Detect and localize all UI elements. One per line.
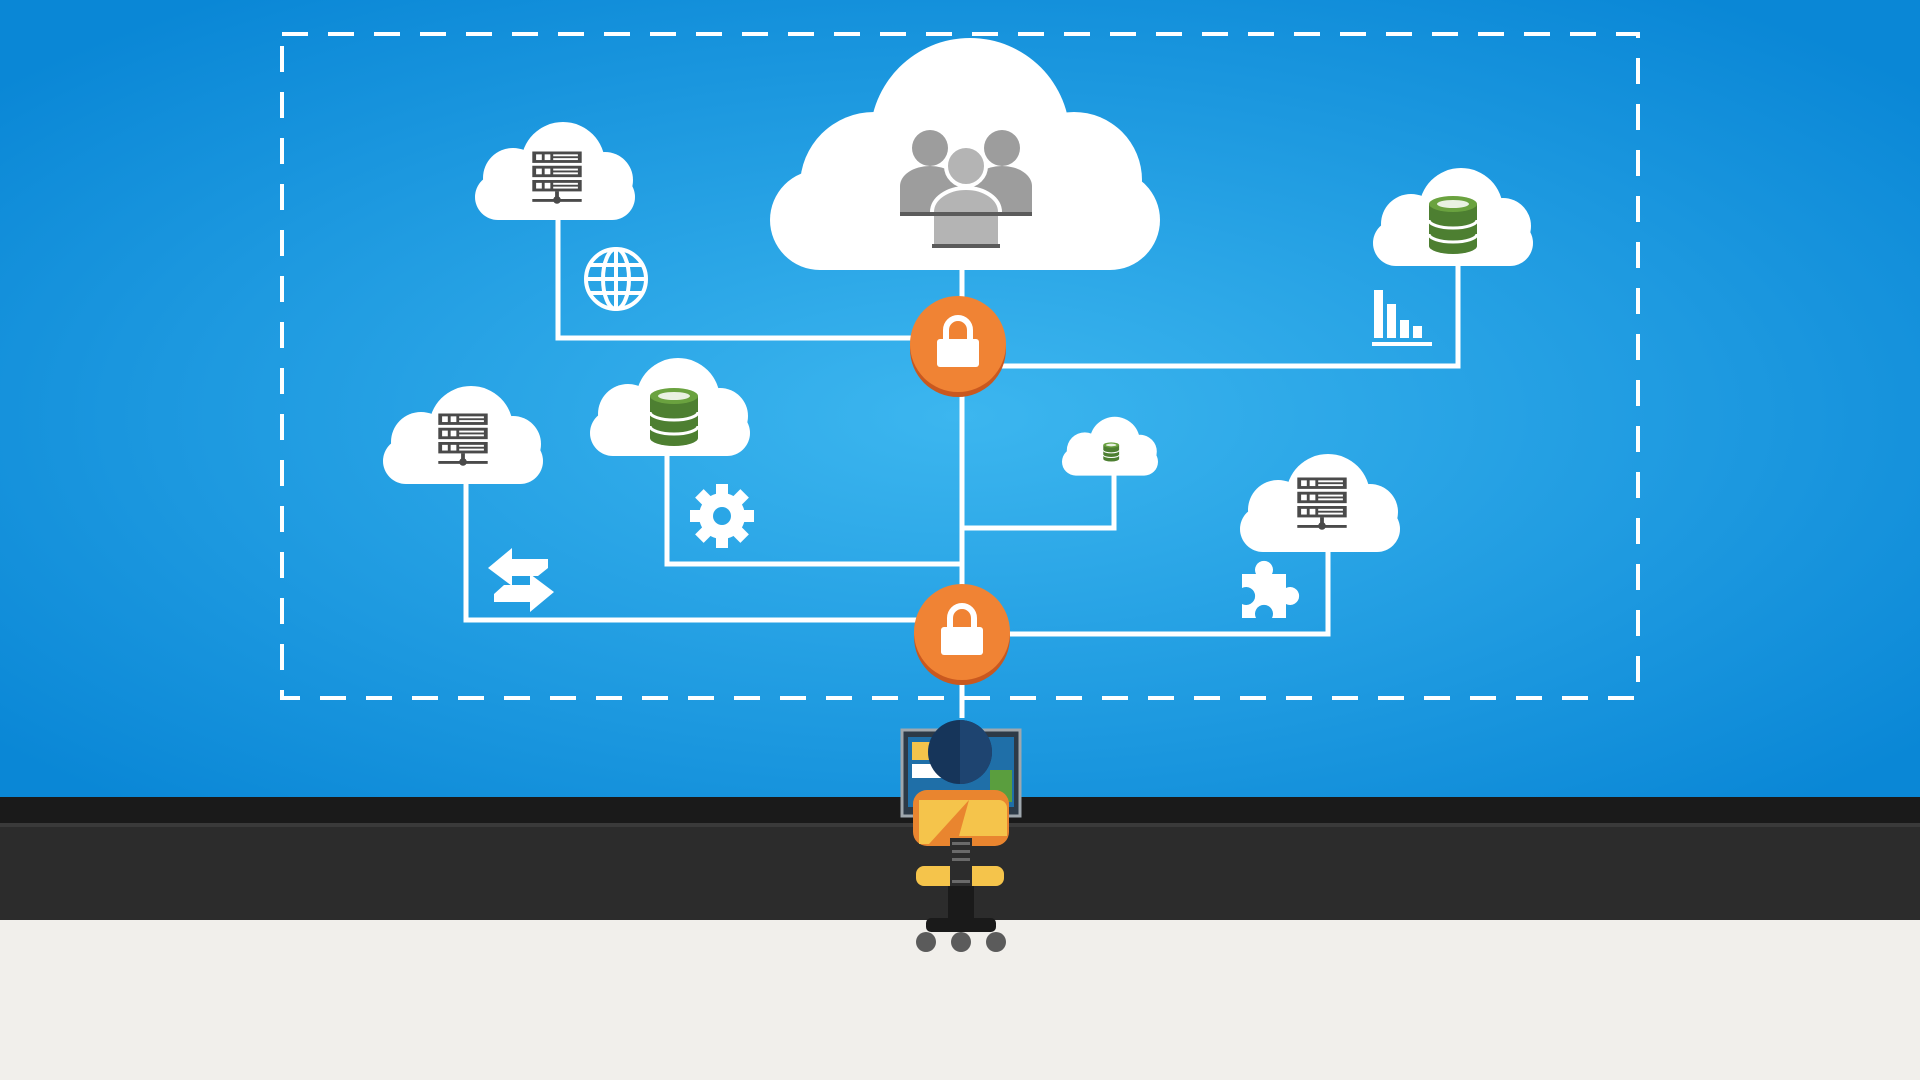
lock-icon (914, 584, 1010, 685)
database-icon (1427, 194, 1479, 256)
office-chair (913, 790, 1009, 952)
user-at-computer (900, 720, 1022, 952)
lock-badge-bottom (914, 584, 1010, 685)
central-users-cloud (770, 38, 1160, 270)
sync-arrows-icon (488, 548, 554, 612)
globe-icon (584, 247, 648, 311)
lock-badge-top (910, 296, 1006, 397)
user-head (928, 720, 992, 784)
lock-icon (910, 296, 1006, 397)
puzzle-piece-icon (1242, 560, 1300, 618)
database-icon (1102, 441, 1120, 462)
database-icon (648, 386, 700, 448)
users-group-icon (900, 130, 1032, 250)
bar-chart-icon (1372, 290, 1432, 346)
gear-icon (690, 484, 754, 548)
